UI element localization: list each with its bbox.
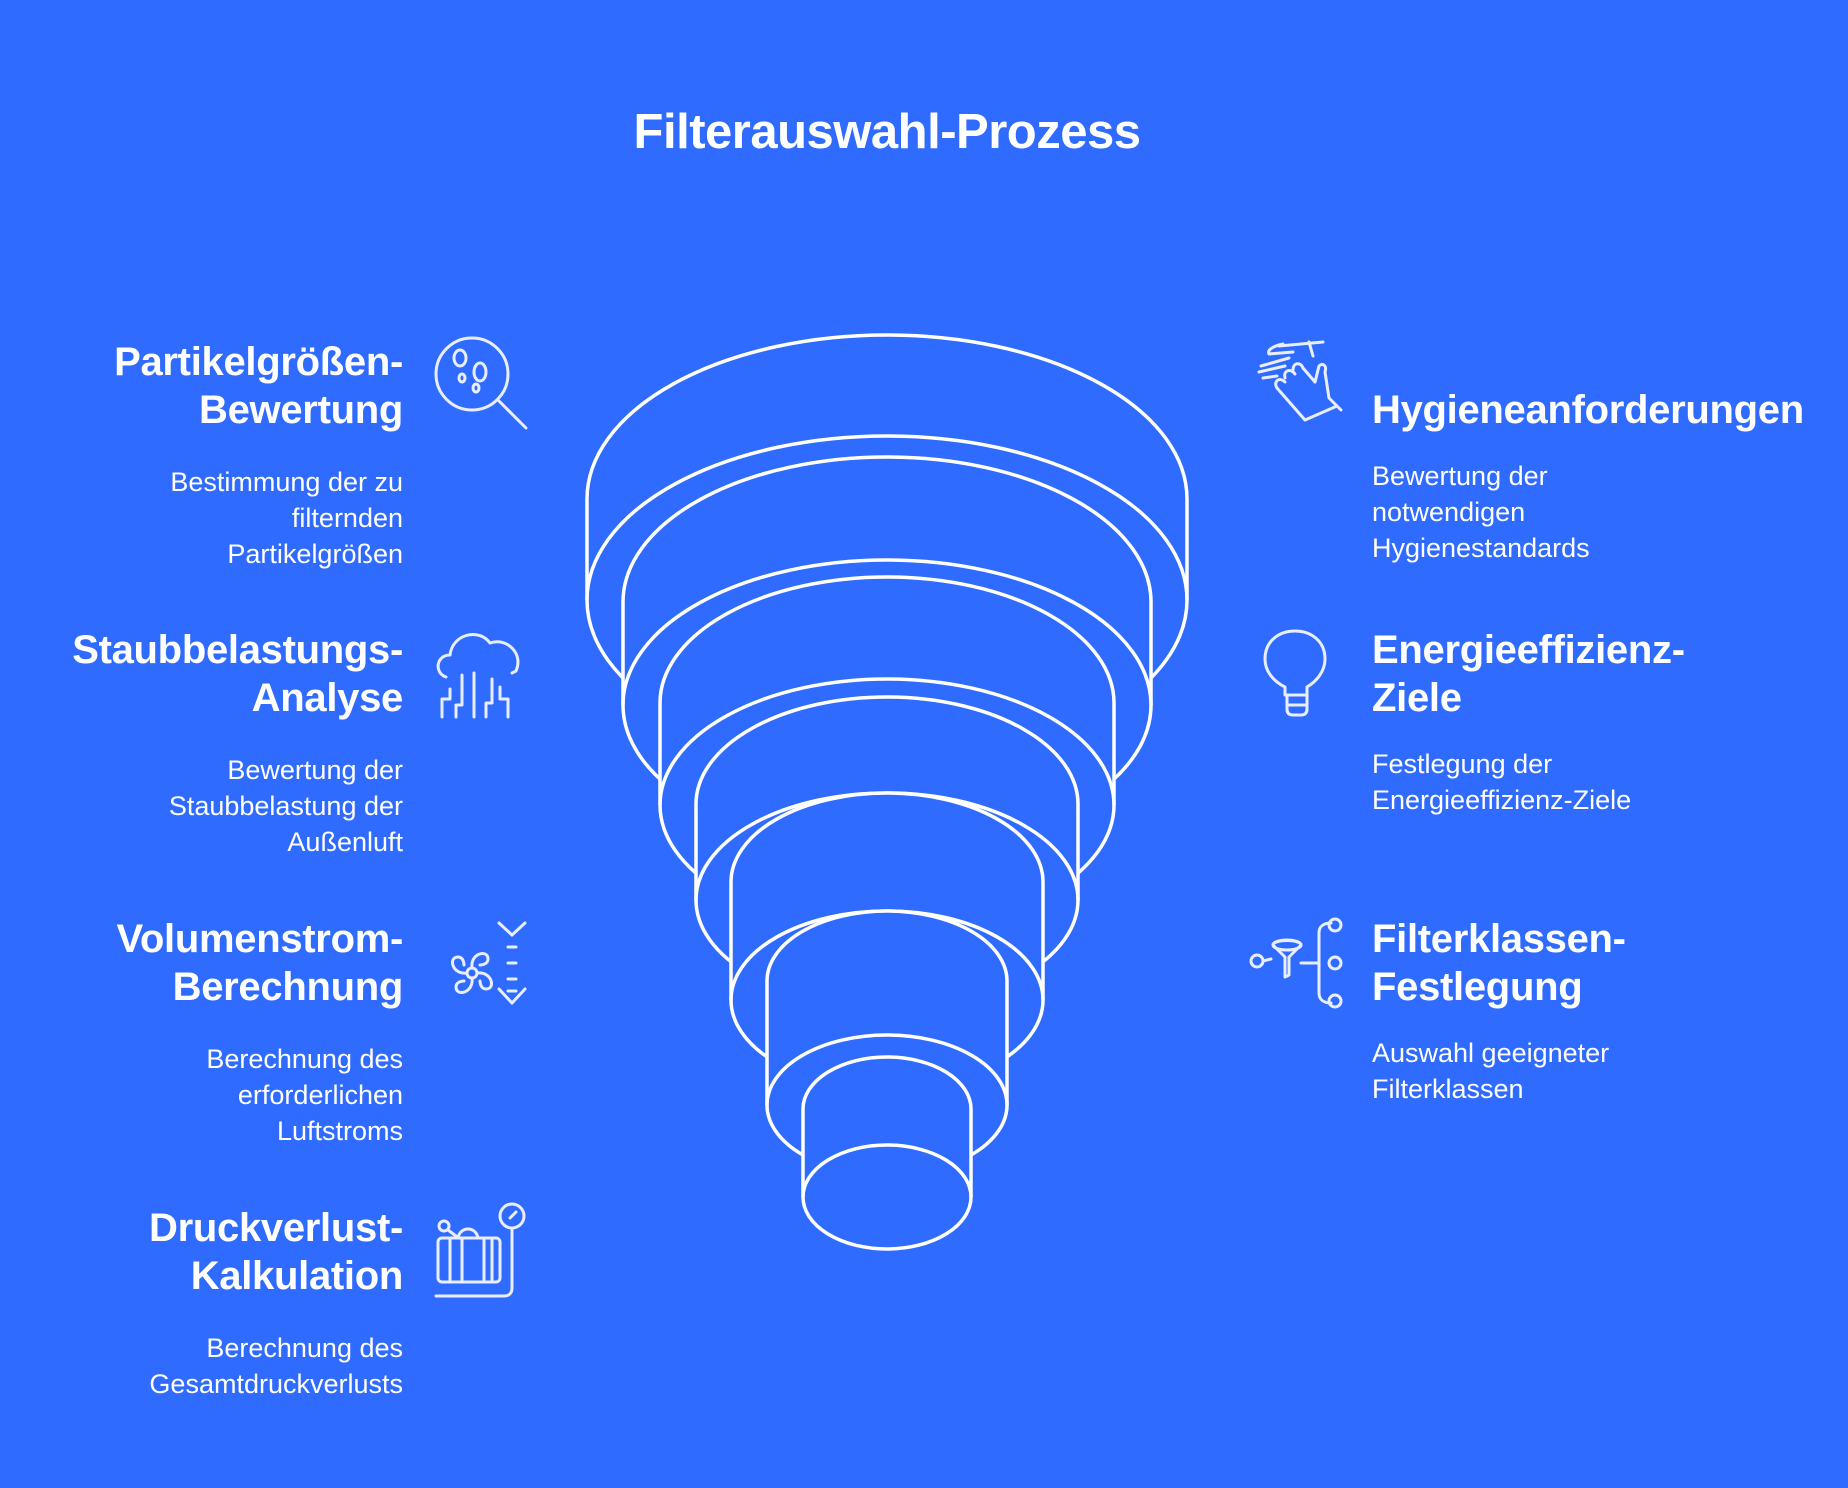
step-title: Filterklassen- Festlegung xyxy=(1372,917,1626,1009)
step-description: Bewertung der Staubbelastung der Außenlu… xyxy=(168,755,403,857)
step-description: Auswahl geeigneter Filterklassen xyxy=(1372,1038,1610,1104)
lightbulb-icon xyxy=(1249,625,1345,721)
funnel-level-outline xyxy=(801,1055,973,1251)
step-particle-size: Partikelgrößen- Bewertung Bestimmung der… xyxy=(3,338,403,572)
page-title: Filterauswahl-Prozess xyxy=(633,105,1141,159)
step-energy-efficiency: Energieeffizienz- Ziele Festlegung der E… xyxy=(1372,626,1832,818)
step-volume-flow: Volumenstrom- Berechnung Berechnung des … xyxy=(3,915,404,1149)
hand-washing-icon xyxy=(1249,336,1345,432)
step-title: Druckverlust- Kalkulation xyxy=(149,1206,403,1298)
step-pressure-loss: Druckverlust- Kalkulation Berechnung des… xyxy=(3,1204,403,1402)
step-title: Energieeffizienz- Ziele xyxy=(1372,628,1685,720)
step-title: Staubbelastungs- Analyse xyxy=(72,628,403,720)
step-description: Bewertung der notwendigen Hygienestandar… xyxy=(1372,461,1590,563)
magnifier-particles-icon xyxy=(432,336,528,432)
step-hygiene: Hygieneanforderungen Bewertung der notwe… xyxy=(1372,386,1832,566)
funnel-branch-icon xyxy=(1249,913,1345,1009)
funnel-level-rim xyxy=(801,1143,973,1198)
step-title: Volumenstrom- Berechnung xyxy=(116,917,404,1009)
step-dust-load: Staubbelastungs- Analyse Bewertung der S… xyxy=(3,626,403,860)
fan-airflow-icon xyxy=(432,913,528,1009)
cloud-dust-icon xyxy=(432,625,528,721)
funnel-level-rim xyxy=(621,558,1153,706)
step-filter-class: Filterklassen- Festlegung Auswahl geeign… xyxy=(1372,915,1832,1107)
step-description: Bestimmung der zu filternden Partikelgrö… xyxy=(170,467,403,569)
funnel-level-rim xyxy=(585,434,1189,601)
pressure-gauge-icon xyxy=(432,1202,528,1298)
funnel-level-rim xyxy=(765,1033,1009,1106)
step-title: Partikelgrößen- Bewertung xyxy=(114,340,403,432)
funnel-level-rim xyxy=(658,677,1116,806)
step-description: Berechnung des Gesamtdruckverlusts xyxy=(149,1333,403,1399)
step-title: Hygieneanforderungen xyxy=(1372,388,1804,432)
step-description: Festlegung der Energieeffizienz-Ziele xyxy=(1372,749,1632,815)
step-description: Berechnung des erforderlichen Luftstroms xyxy=(206,1044,403,1146)
funnel-level-7 xyxy=(801,1055,973,1251)
